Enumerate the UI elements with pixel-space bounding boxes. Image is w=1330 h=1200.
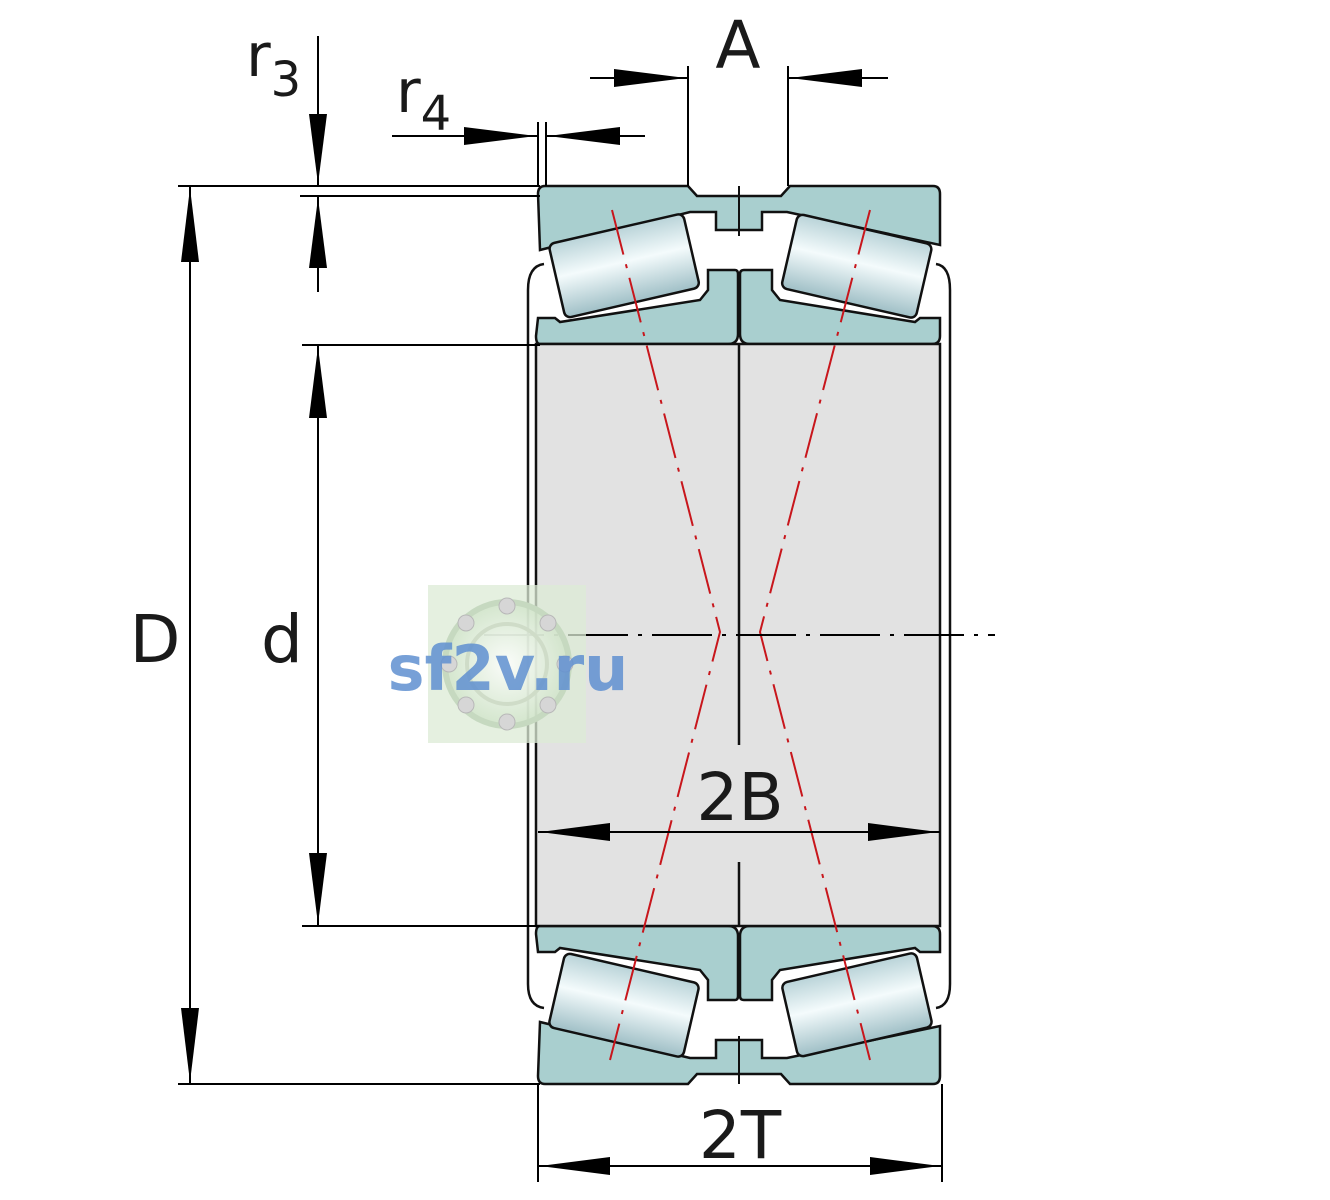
label-r3: r3 (246, 21, 301, 108)
inner-ring-bottom-left (534, 924, 740, 1002)
axis-left-upper (609, 209, 722, 1061)
dimension-d (302, 344, 540, 927)
inner-ring-top-left (534, 268, 740, 346)
right-cage-outline (935, 262, 952, 1010)
dimension-2T (537, 1084, 943, 1182)
label-A: A (715, 7, 760, 84)
watermark: sf2v.ru (388, 585, 629, 743)
roller-top-left (548, 213, 701, 319)
label-2T: 2T (699, 1097, 782, 1174)
label-d: d (261, 601, 303, 678)
dimension-r4 (392, 122, 645, 186)
label-r4: r4 (396, 57, 451, 142)
label-2B: 2B (696, 759, 783, 836)
contact-angle-axes (609, 209, 871, 1061)
inner-ring-bottom-right (738, 924, 942, 1002)
axis-right-upper (758, 209, 871, 1061)
dimension-2B (538, 823, 940, 841)
label-D: D (130, 601, 181, 678)
dimension-A (590, 66, 888, 186)
dimension-r3 (300, 36, 540, 292)
dimension-D (178, 185, 540, 1085)
watermark-text: sf2v.ru (388, 632, 629, 705)
inner-ring-top-right (738, 268, 942, 346)
